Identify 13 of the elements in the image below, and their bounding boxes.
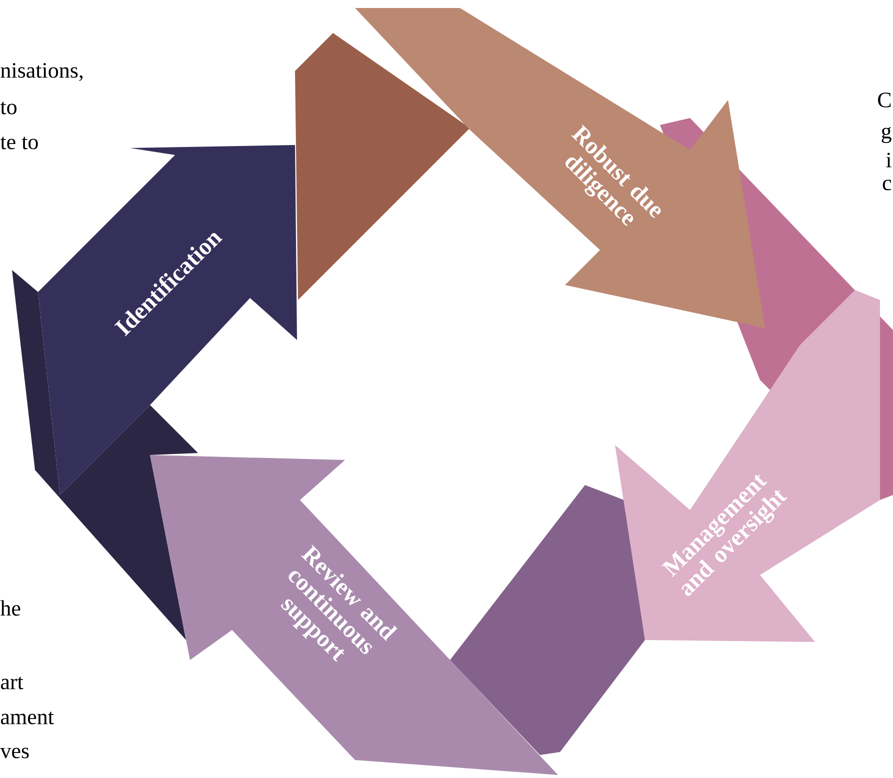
text-fragment: he (0, 600, 20, 616)
arrow-fold (295, 33, 470, 300)
text-fragment: nisations, (0, 63, 83, 81)
text-fragment: i (886, 152, 892, 168)
text-fragment: to (0, 102, 16, 114)
text-fragment: art (0, 676, 24, 690)
arrow-fold (450, 485, 645, 755)
text-fragment: ament (0, 712, 54, 724)
text-fragment: c (882, 180, 892, 190)
text-fragment: C (878, 92, 891, 108)
text-fragment: te to (0, 136, 38, 150)
text-fragment: g (882, 126, 892, 144)
text-fragment: ves (0, 748, 29, 758)
